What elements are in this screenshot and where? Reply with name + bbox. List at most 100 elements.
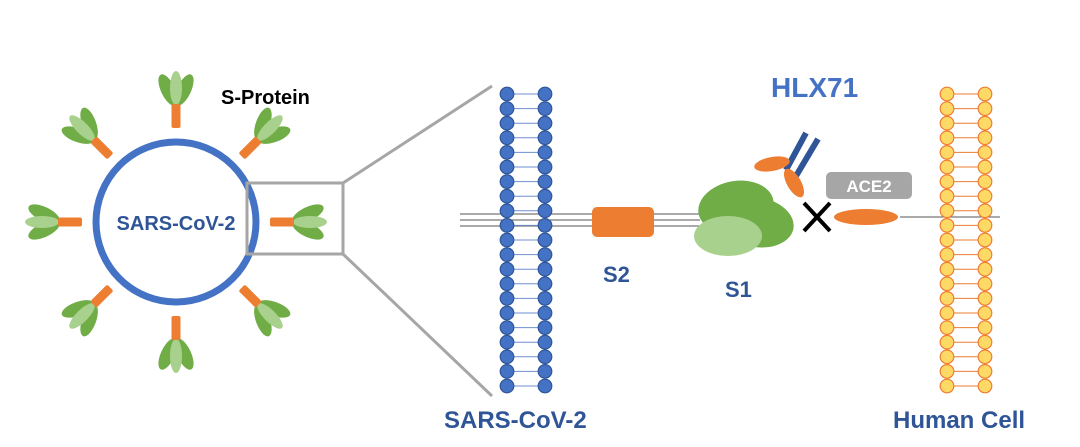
lipid-head — [939, 203, 955, 219]
lipid-head — [499, 247, 515, 263]
lipid-head — [977, 320, 993, 336]
s1-label: S1 — [725, 277, 752, 302]
s2-label: S2 — [603, 262, 630, 287]
lipid-head — [939, 378, 955, 394]
lipid-head — [977, 188, 993, 204]
virus-membrane — [499, 86, 553, 394]
lipid-head — [939, 174, 955, 190]
human-cell-membrane — [939, 86, 993, 394]
lipid-head — [537, 159, 553, 175]
human-cell-label: Human Cell — [893, 407, 1025, 434]
lipid-head — [499, 276, 515, 292]
lipid-head — [537, 232, 553, 248]
lipid-head — [939, 349, 955, 365]
ace2-label-box — [826, 172, 912, 199]
lipid-head — [977, 247, 993, 263]
lipid-head — [977, 86, 993, 102]
lipid-head — [537, 188, 553, 204]
lipid-head — [499, 174, 515, 190]
lipid-head — [977, 276, 993, 292]
x-mark-icon — [802, 201, 832, 233]
lipid-head — [537, 130, 553, 146]
lipid-head — [939, 305, 955, 321]
lipid-head — [977, 305, 993, 321]
lipid-head — [499, 261, 515, 277]
lipid-head — [537, 247, 553, 263]
lipid-head — [939, 86, 955, 102]
lipid-head — [939, 115, 955, 131]
ace2-label: ACE2 — [846, 177, 891, 196]
lipid-head — [939, 247, 955, 263]
lipid-head — [499, 305, 515, 321]
lipid-head — [499, 320, 515, 336]
lipid-head — [939, 320, 955, 336]
lipid-head — [499, 144, 515, 160]
lipid-head — [537, 261, 553, 277]
ace2-receptor — [834, 209, 898, 225]
lipid-head — [537, 86, 553, 102]
lipid-head — [977, 101, 993, 116]
lipid-head — [499, 159, 515, 175]
lipid-head — [939, 188, 955, 204]
s1-subunit — [694, 180, 794, 256]
s-protein-label: S-Protein — [221, 87, 310, 109]
virus-membrane-label: SARS-CoV-2 — [444, 407, 587, 434]
lipid-head — [499, 101, 515, 116]
lipid-head — [499, 203, 515, 219]
lipid-head — [499, 130, 515, 146]
lipid-head — [537, 378, 553, 394]
lipid-head — [977, 291, 993, 306]
lipid-head — [537, 115, 553, 131]
lipid-head — [977, 217, 993, 233]
lipid-head — [499, 378, 515, 394]
lipid-head — [499, 291, 515, 306]
lipid-head — [939, 364, 955, 379]
lipid-head — [977, 115, 993, 131]
lipid-head — [977, 144, 993, 160]
lipid-head — [537, 174, 553, 190]
lipid-head — [499, 232, 515, 248]
lipid-head — [499, 217, 515, 233]
lipid-head — [939, 144, 955, 160]
lipid-head — [537, 320, 553, 336]
virus-envelope — [92, 138, 260, 306]
lipid-head — [939, 276, 955, 292]
zoom-box — [245, 181, 345, 256]
lipid-head — [977, 130, 993, 146]
zoom-lines — [341, 84, 494, 398]
lipid-head — [977, 261, 993, 277]
lipid-head — [977, 334, 993, 350]
lipid-head — [499, 115, 515, 131]
lipid-head — [977, 203, 993, 219]
lipid-head — [977, 364, 993, 379]
lipid-head — [499, 334, 515, 350]
lipid-head — [499, 86, 515, 102]
lipid-head — [499, 349, 515, 365]
lipid-head — [977, 174, 993, 190]
lipid-head — [499, 188, 515, 204]
lipid-head — [977, 232, 993, 248]
lipid-head — [537, 349, 553, 365]
lipid-head — [939, 291, 955, 306]
lipid-head — [537, 276, 553, 292]
lipid-head — [537, 334, 553, 350]
lipid-head — [939, 101, 955, 116]
lipid-head — [977, 159, 993, 175]
lipid-head — [939, 232, 955, 248]
lipid-head — [537, 203, 553, 219]
lipid-head — [537, 305, 553, 321]
lipid-head — [977, 378, 993, 394]
lipid-head — [977, 349, 993, 365]
hlx71-antibody — [754, 131, 821, 198]
lipid-head — [537, 364, 553, 379]
lipid-head — [939, 130, 955, 146]
virus-label: SARS-CoV-2 — [117, 213, 236, 235]
lipid-head — [537, 101, 553, 116]
lipid-head — [939, 159, 955, 175]
lipid-head — [939, 334, 955, 350]
lipid-head — [537, 144, 553, 160]
lipid-head — [939, 261, 955, 277]
lipid-head — [537, 217, 553, 233]
hlx71-label: HLX71 — [771, 72, 858, 103]
